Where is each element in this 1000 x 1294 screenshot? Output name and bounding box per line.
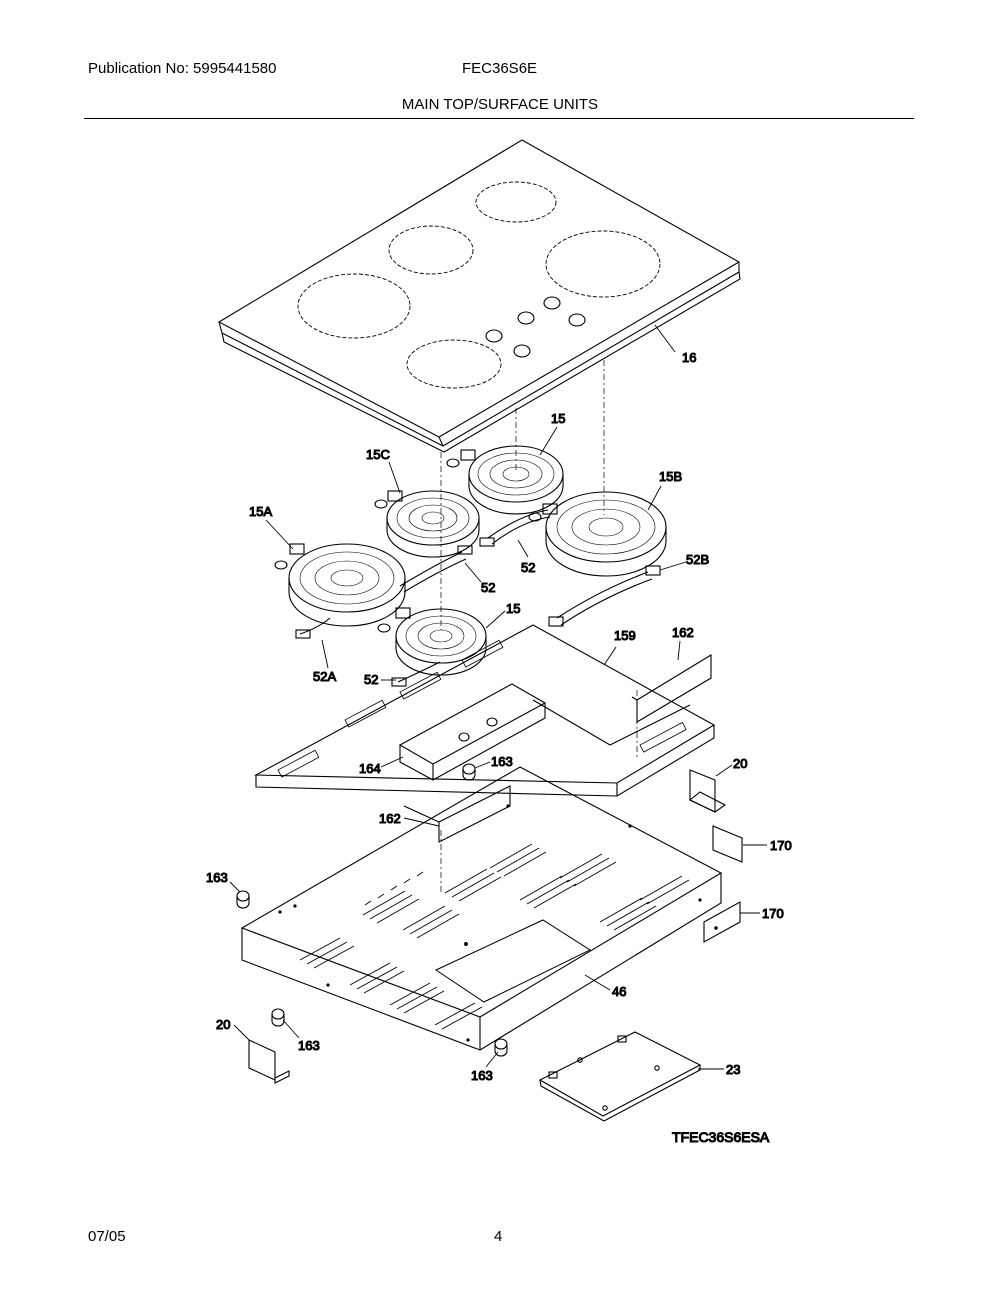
callout-52-front: 52 (364, 672, 378, 687)
jumper-wire-52b (548, 565, 661, 627)
grommet-163-left (236, 890, 250, 909)
grommet-163-upper (462, 763, 476, 781)
jumper-wire-52a (295, 617, 331, 639)
callout-162-top: 162 (672, 625, 694, 640)
callout-52b: 52B (686, 552, 709, 567)
bracket-170-upper (712, 825, 743, 863)
bracket-20-left (248, 1039, 290, 1084)
callout-164: 164 (359, 761, 381, 776)
callout-163-bottom-2: 163 (471, 1068, 493, 1083)
lower-chassis (240, 766, 723, 1051)
page-number: 4 (494, 1228, 503, 1245)
surface-unit-15b (528, 491, 667, 577)
cooktop-glass (217, 139, 741, 453)
callout-170-bottom: 170 (762, 906, 784, 921)
callout-52-mid: 52 (521, 560, 535, 575)
callout-20-left: 20 (216, 1017, 230, 1032)
section-title: MAIN TOP/SURFACE UNITS (401, 96, 599, 113)
callout-170-top: 170 (770, 838, 792, 853)
callout-46: 46 (612, 984, 626, 999)
bracket-162-mid (403, 785, 511, 843)
callout-23: 23 (726, 1062, 740, 1077)
callout-163-bottom-1: 163 (298, 1038, 320, 1053)
cover-plate-23 (538, 1031, 702, 1122)
header-rule (84, 118, 914, 119)
callout-163-top: 163 (491, 754, 513, 769)
callout-15b: 15B (659, 469, 682, 484)
callout-15a: 15A (249, 504, 272, 519)
callout-15-top: 15 (551, 411, 565, 426)
grommet-163-bottom-2 (494, 1038, 508, 1057)
jumper-wire-52-front (391, 661, 441, 687)
surface-unit-15c (374, 490, 480, 558)
surface-unit-15a (274, 543, 406, 627)
exploded-parts-diagram: 16 15 15C 15B 15A 52 52 52B 15 52A 52 15… (205, 139, 792, 1146)
bracket-162-upper (631, 654, 712, 723)
jumper-wire-52-left (399, 545, 473, 593)
callout-15-front: 15 (506, 601, 520, 616)
publication-number: Publication No: 5995441580 (88, 60, 277, 77)
callout-15c: 15C (366, 447, 390, 462)
callout-52-left: 52 (481, 580, 495, 595)
bracket-170-lower (703, 901, 741, 943)
callout-20-right: 20 (733, 756, 747, 771)
callout-52a: 52A (313, 669, 336, 684)
jumper-wire-52-mid (479, 509, 551, 547)
surface-unit-15-rear (446, 445, 564, 515)
footer-date: 07/05 (88, 1228, 126, 1245)
model-number: FEC36S6E (462, 60, 538, 77)
control-bracket-164 (398, 683, 547, 781)
callout-159: 159 (614, 628, 636, 643)
diagram-id: TFEC36S6ESA (672, 1129, 770, 1145)
callout-162-mid: 162 (379, 811, 401, 826)
callout-16: 16 (682, 350, 696, 365)
bracket-20-right (688, 769, 727, 813)
callout-163-left: 163 (206, 870, 228, 885)
grommet-163-bottom-1 (271, 1008, 285, 1027)
